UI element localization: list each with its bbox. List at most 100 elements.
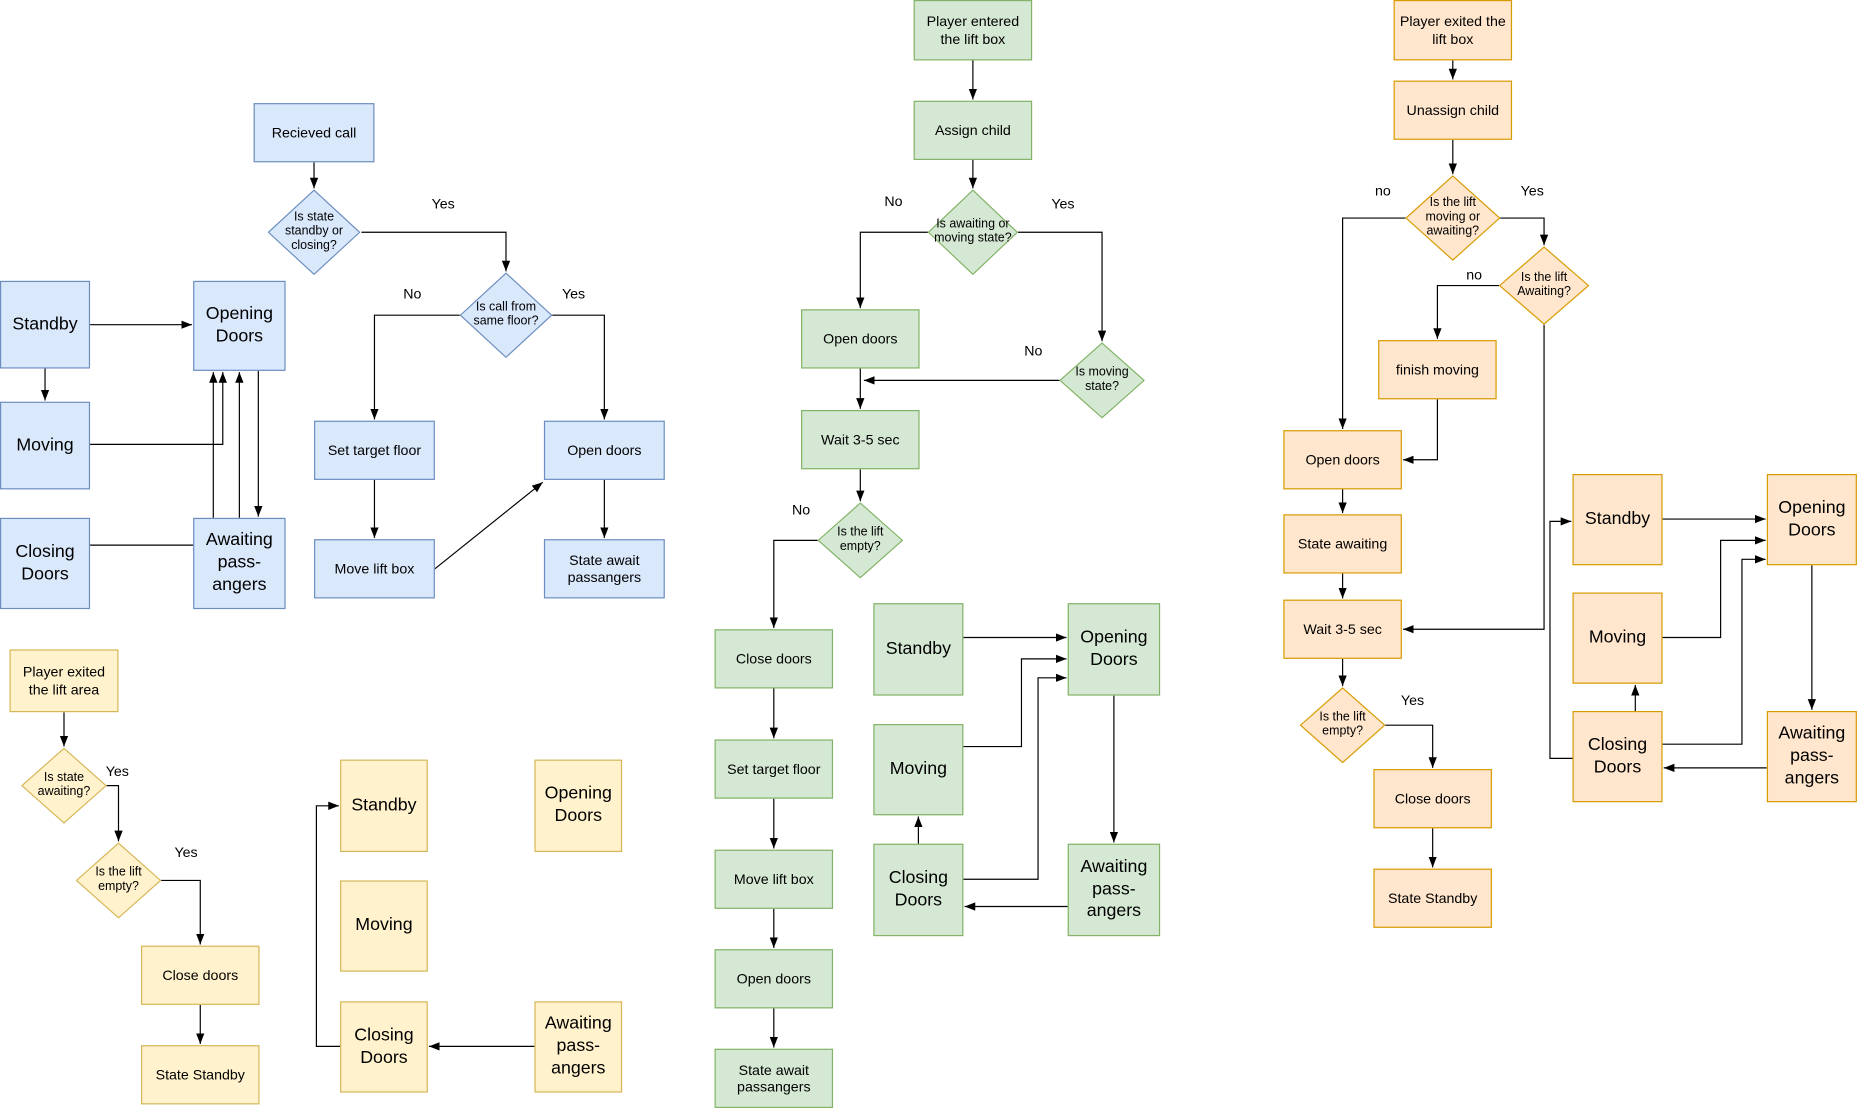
node-label: Recieved call: [271, 124, 357, 141]
node-player-exited-lift-box-moving: Moving: [1572, 592, 1663, 684]
node-label: Opening Doors: [205, 303, 273, 347]
edge-connector: [963, 673, 1067, 880]
node-label: Set target floor: [327, 441, 422, 459]
node-player-entered-lift-box-awaiting-passangers: Awaiting pass-angers: [1067, 843, 1161, 937]
edge-label: No: [883, 193, 904, 210]
node-label: Set target floor: [727, 760, 821, 778]
node-label: Close doors: [162, 966, 239, 984]
edge-connector: [552, 314, 609, 420]
node-label: Closing Doors: [354, 1024, 414, 1068]
node-label: Opening Doors: [1778, 497, 1846, 540]
edge-connector: [161, 879, 205, 945]
edge-label: Yes: [104, 763, 131, 780]
edge-label: No: [1023, 342, 1044, 360]
node-player-exited-lift-area-standby: Standby: [340, 759, 428, 853]
node-label: Move lift box: [334, 560, 415, 577]
node-label: Assign child: [934, 121, 1011, 139]
node-player-exited-lift-area-player-exited-the-lift-area: Player exited the lift area: [9, 649, 119, 713]
node-label: Awaiting pass-angers: [1778, 723, 1846, 788]
node-label: Open doors: [567, 441, 642, 459]
node-player-exited-lift-box-standby: Standby: [1572, 473, 1663, 566]
node-label: Player entered the lift box: [926, 13, 1020, 47]
node-label: Is moving state?: [1075, 365, 1129, 394]
node-received-call-state-await-passangers: State await passangers: [543, 539, 665, 599]
node-label: Is the lift Awaiting?: [1517, 270, 1571, 299]
edge-label: no: [1465, 266, 1484, 284]
node-received-call-is-state-standby-or-closing: Is state standby or closing?: [267, 189, 361, 275]
node-player-exited-lift-box-player-exited-the-lift-box: Player exited the lift box: [1393, 0, 1513, 61]
edge-label: Yes: [430, 195, 456, 213]
node-player-exited-lift-box-open-doors: Open doors: [1283, 430, 1402, 490]
node-player-exited-lift-area-awaiting-passangers: Awaiting pass-angers: [534, 1001, 623, 1093]
node-label: Is the lift empty?: [95, 865, 142, 894]
node-player-exited-lift-box-close-doors: Close doors: [1373, 769, 1492, 829]
node-label: State await passangers: [737, 1061, 811, 1095]
edge-connector: [434, 481, 544, 570]
diamond-shape: [1299, 687, 1386, 764]
node-received-call-opening-doors: Opening Doors: [193, 280, 286, 371]
node-label: Awaiting pass-angers: [205, 530, 273, 595]
node-label: Standby: [12, 313, 78, 334]
edge-connector: [1549, 517, 1573, 759]
node-player-exited-lift-box-is-the-lift-awaiting: Is the lift Awaiting?: [1499, 246, 1590, 325]
edge-connector: [1500, 217, 1549, 246]
edge-connector: [1403, 324, 1545, 634]
edge-connector: [769, 539, 818, 629]
edge-label: Yes: [1399, 692, 1426, 709]
node-label: Moving: [1588, 627, 1647, 648]
node-player-entered-lift-box-is-the-lift-empty: Is the lift empty?: [817, 502, 903, 579]
edge-connector: [1433, 284, 1500, 339]
node-player-exited-lift-box-finish-moving: finish moving: [1378, 340, 1497, 400]
edge-label: Yes: [1519, 182, 1545, 200]
node-label: Close doors: [1394, 790, 1471, 807]
node-label: Open doors: [1305, 451, 1380, 468]
node-label: Move lift box: [733, 870, 814, 888]
diamond-shape: [21, 747, 107, 824]
node-received-call-awaiting-passangers: Awaiting pass-angers: [193, 517, 286, 610]
node-label: Awaiting pass-angers: [1080, 856, 1148, 922]
edge-connector: [106, 785, 123, 842]
node-player-entered-lift-box-move-lift-box: Move lift box: [714, 849, 834, 909]
node-label: Is the lift empty?: [837, 525, 884, 554]
node-label: State Standby: [155, 1066, 245, 1083]
diamond-shape: [75, 842, 162, 919]
diamond-shape: [1499, 246, 1590, 325]
node-player-exited-lift-box-opening-doors: Opening Doors: [1766, 473, 1857, 566]
node-player-exited-lift-box-is-the-lift-empty: Is the lift empty?: [1299, 687, 1386, 764]
node-player-entered-lift-box-standby: Standby: [873, 603, 964, 696]
node-player-entered-lift-box-wait-3-5-sec: Wait 3-5 sec: [801, 410, 920, 470]
node-label: Awaiting pass-angers: [544, 1013, 612, 1079]
node-player-entered-lift-box-is-moving-state: Is moving state?: [1059, 342, 1145, 419]
node-player-entered-lift-box-open-doors-2: Open doors: [714, 949, 834, 1009]
node-player-exited-lift-area-close-doors: Close doors: [141, 945, 260, 1005]
node-player-entered-lift-box-state-await-passangers: State await passangers: [714, 1048, 834, 1108]
edge-label: Yes: [1050, 195, 1076, 213]
node-player-exited-lift-box-state-standby: State Standby: [1373, 868, 1492, 928]
edge-label: no: [1373, 182, 1392, 200]
node-player-entered-lift-box-opening-doors: Opening Doors: [1067, 603, 1161, 696]
node-label: Close doors: [735, 650, 812, 667]
node-player-exited-lift-box-unassign-child: Unassign child: [1393, 80, 1513, 140]
edge-connector: [1017, 231, 1107, 342]
edge-connector: [963, 654, 1067, 748]
node-player-exited-lift-box-is-the-lift-moving-or-awaiting: Is the lift moving or awaiting?: [1405, 175, 1501, 261]
node-player-entered-lift-box-close-doors: Close doors: [714, 629, 834, 689]
diamond-shape: [267, 189, 361, 275]
diamond-shape: [1059, 342, 1145, 419]
node-label: Wait 3-5 sec: [1303, 620, 1382, 638]
diamond-shape: [459, 272, 553, 358]
node-label: Closing Doors: [1587, 734, 1648, 777]
node-player-exited-lift-box-closing-doors: Closing Doors: [1572, 710, 1663, 803]
node-player-exited-lift-area-is-the-lift-empty: Is the lift empty?: [75, 842, 162, 919]
node-label: Opening Doors: [1080, 627, 1148, 670]
node-label: Is state standby or closing?: [284, 210, 344, 253]
node-label: Standby: [351, 794, 417, 815]
node-received-call-moving: Moving: [0, 401, 91, 490]
node-label: Is the lift moving or awaiting?: [1425, 195, 1481, 239]
diamond-shape: [927, 189, 1018, 275]
edge-connector: [1403, 399, 1438, 464]
node-label: Unassign child: [1406, 101, 1500, 119]
node-player-exited-lift-area-opening-doors: Opening Doors: [534, 759, 623, 853]
